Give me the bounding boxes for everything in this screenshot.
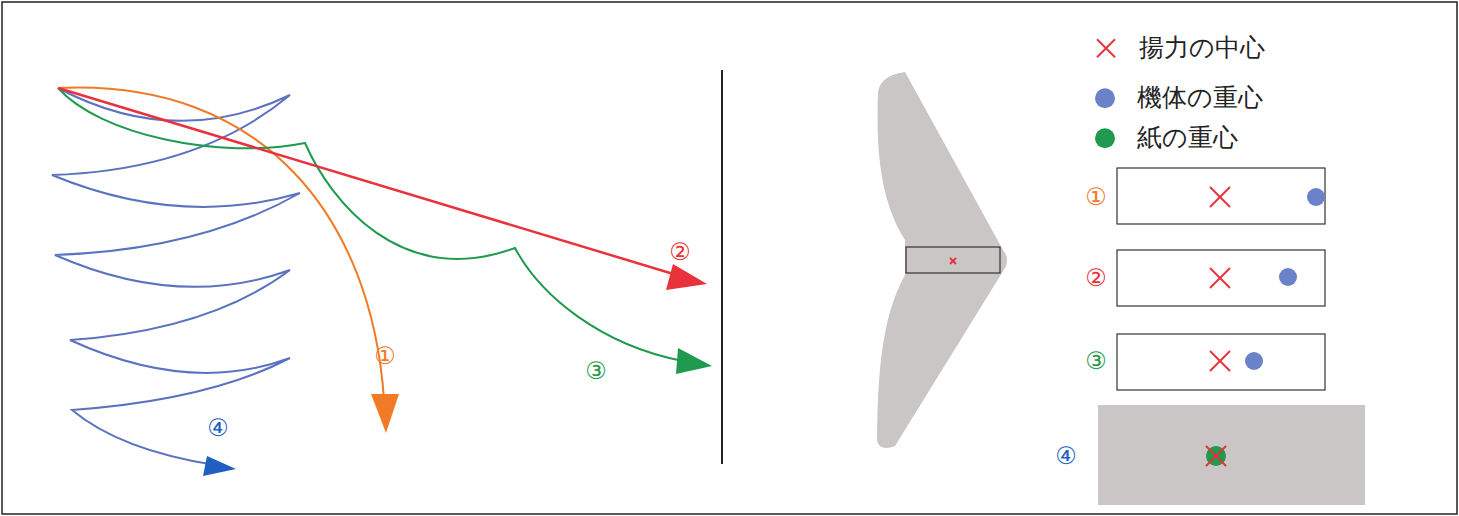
section-box-4	[1098, 405, 1365, 505]
trajectory-3	[58, 88, 683, 361]
legend-text: 機体の重心	[1137, 84, 1263, 112]
paper-gravity-dot	[1206, 446, 1226, 466]
wing-section	[906, 247, 1000, 273]
legend-dot	[1095, 88, 1115, 108]
trajectory-2	[58, 88, 680, 276]
arrowhead-3	[676, 348, 712, 374]
arrowhead-2	[666, 264, 707, 290]
section-box-1	[1117, 168, 1325, 224]
legend-text: 揚力の中心	[1139, 34, 1265, 62]
body-gravity-dots	[1245, 188, 1325, 370]
trajectory-1	[58, 88, 384, 400]
legend-dot	[1095, 128, 1115, 148]
callout-number: ④	[1055, 444, 1077, 468]
divider	[721, 70, 723, 464]
legend-text: 紙の重心	[1137, 124, 1238, 152]
section-box-2	[1117, 250, 1325, 306]
callout-number: ②	[1085, 266, 1107, 290]
lift-center-marks	[1210, 187, 1230, 371]
callout-number: ③	[1085, 349, 1107, 373]
legend-cross	[1095, 37, 1117, 59]
wing-shape	[877, 72, 1007, 448]
legend-entry: 紙の重心	[1095, 124, 1238, 152]
legend-entry: 揚力の中心	[1095, 34, 1265, 62]
lift-center-mark-4	[1206, 446, 1226, 466]
section-box-3	[1117, 334, 1325, 390]
arrowhead-1	[371, 394, 399, 433]
legend-entry: 機体の重心	[1095, 84, 1263, 112]
arrowhead-4	[203, 456, 236, 476]
callout-number: ①	[374, 344, 396, 368]
callout-number: ③	[585, 359, 607, 383]
callout-number: ①	[1085, 185, 1107, 209]
cross-symbol	[1095, 37, 1117, 59]
callout-number: ④	[207, 416, 229, 440]
lift-center-mark	[950, 258, 956, 264]
callout-number: ②	[669, 240, 691, 264]
